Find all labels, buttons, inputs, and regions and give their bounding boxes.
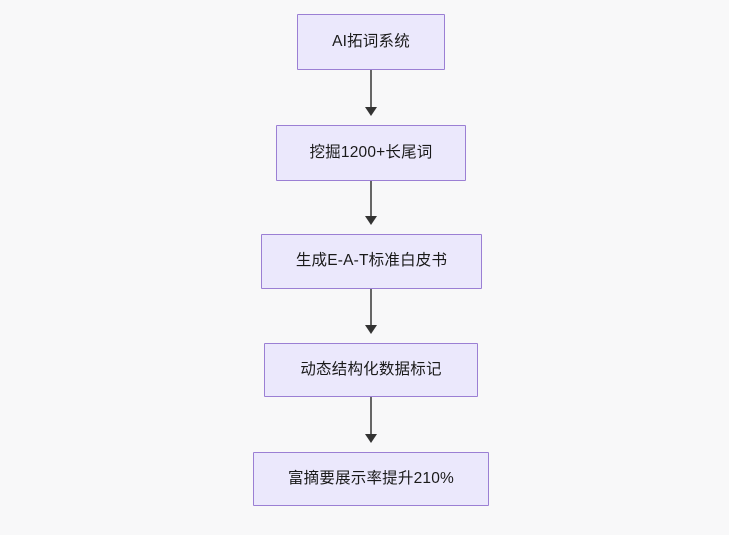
flow-node-generate-eat-whitepaper[interactable]: 生成E-A-T标准白皮书 bbox=[261, 234, 482, 289]
arrowhead-icon bbox=[365, 434, 377, 443]
flow-node-label: 动态结构化数据标记 bbox=[300, 360, 442, 378]
arrowhead-icon bbox=[365, 107, 377, 116]
edge-line bbox=[370, 181, 372, 216]
flow-node-dynamic-structured-data-markup[interactable]: 动态结构化数据标记 bbox=[264, 343, 478, 397]
flow-node-label: AI拓词系统 bbox=[332, 32, 410, 50]
edge-line bbox=[370, 289, 372, 325]
edge-line bbox=[370, 70, 372, 107]
arrowhead-icon bbox=[365, 325, 377, 334]
arrowhead-icon bbox=[365, 216, 377, 225]
flow-node-mine-longtail-keywords[interactable]: 挖掘1200+长尾词 bbox=[276, 125, 466, 181]
flow-node-label: 挖掘1200+长尾词 bbox=[309, 143, 433, 161]
flow-node-label: 生成E-A-T标准白皮书 bbox=[295, 252, 448, 270]
flow-node-label: 富摘要展示率提升210% bbox=[287, 469, 455, 487]
flow-node-ai-keyword-system[interactable]: AI拓词系统 bbox=[297, 14, 445, 70]
edge-line bbox=[370, 397, 372, 434]
flow-node-rich-snippet-impression-uplift[interactable]: 富摘要展示率提升210% bbox=[253, 452, 489, 506]
